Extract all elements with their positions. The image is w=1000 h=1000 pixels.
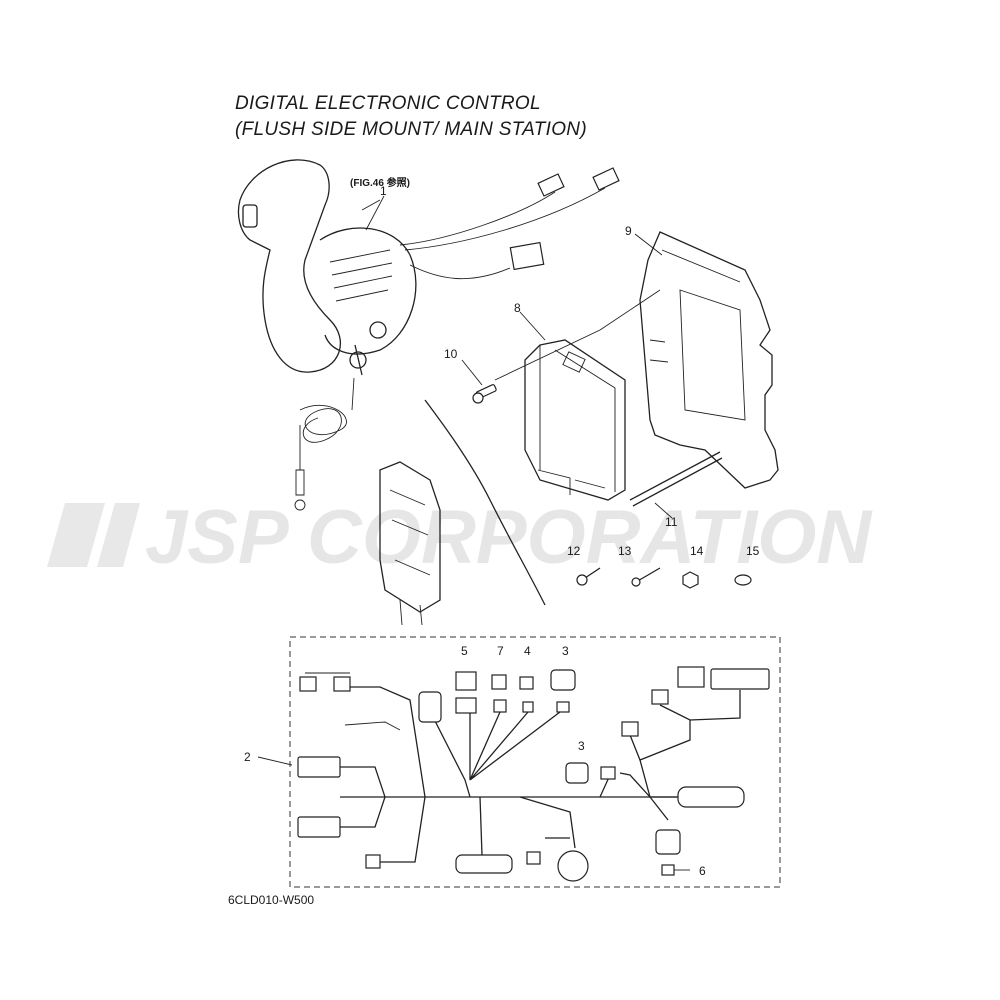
connector [297,816,341,838]
connector [600,766,616,780]
diagram-title-line1: DIGITAL ELECTRONIC CONTROL [235,93,541,114]
watermark-text: JSP CORPORATION [145,495,873,575]
harness-box [289,636,781,888]
callout-10: 10 [444,347,458,361]
connector [710,668,770,690]
callout-14: 14 [690,544,704,558]
connector [677,786,745,808]
connector [519,676,534,690]
figure-reference: (FIG.46 参照) [350,178,411,189]
callout-8: 8 [514,301,521,315]
callout-6: 6 [699,864,706,878]
connector [418,691,442,723]
connector [297,756,341,778]
harness-connectors [297,666,770,882]
fasteners [576,567,752,589]
callout-5: 5 [461,644,468,658]
connector [621,721,639,737]
control-unit-part [494,289,661,501]
connector [677,666,705,688]
connector [565,762,589,784]
alternate-unit-part [379,399,546,626]
callout-9: 9 [625,224,632,238]
connector [526,851,541,865]
diagram-code: 6CLD010-W500 [228,893,315,907]
mounting-bracket-part [639,231,779,489]
callout-13: 13 [618,544,632,558]
connector [557,850,589,882]
connector [455,697,477,714]
leader-lines [257,195,673,766]
wire-harness-part [340,686,741,863]
diagram-title-line2: (FLUSH SIDE MOUNT/ MAIN STATION) [235,119,587,140]
connector [522,701,534,713]
callout-15: 15 [746,544,760,558]
control-lever-part [237,159,620,511]
callout-12: 12 [567,544,581,558]
connector [655,829,681,855]
connector [493,699,507,713]
connector [661,864,675,876]
callout-1: 1 [380,184,387,198]
connector [299,676,317,692]
connector [333,676,351,692]
callout-4: 4 [524,644,531,658]
connector [491,674,507,690]
callout-11: 11 [665,515,678,529]
connector [556,701,570,713]
connector [455,671,477,691]
screw-10-part [472,384,497,404]
connector [455,854,513,874]
connector [651,689,669,705]
connector [550,669,576,691]
cable-tie-part [629,451,723,507]
watermark-logo: JSP CORPORATION [47,495,873,575]
callout-3a: 3 [562,644,569,658]
callout-2: 2 [244,750,251,764]
connector [365,854,381,869]
callout-7: 7 [497,644,504,658]
callout-3b: 3 [578,739,585,753]
